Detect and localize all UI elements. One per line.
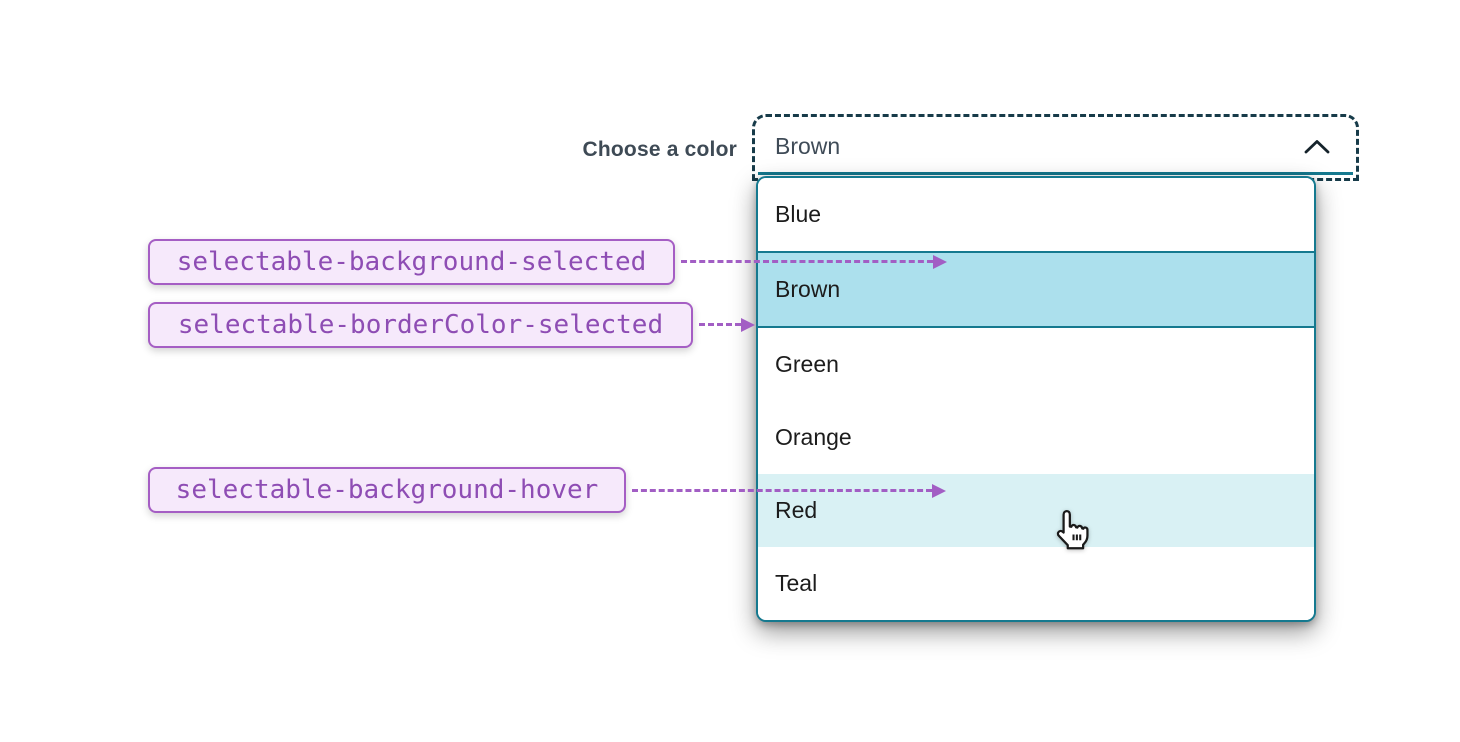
option-teal[interactable]: Teal <box>758 547 1314 620</box>
option-label: Teal <box>775 570 818 596</box>
token-background-hover: selectable-background-hover <box>148 467 626 513</box>
option-label: Red <box>775 497 818 523</box>
select-field-label: Choose a color <box>582 138 737 161</box>
color-select[interactable]: Brown <box>752 114 1359 181</box>
option-red[interactable]: Red <box>758 474 1314 547</box>
option-label: Brown <box>775 276 841 302</box>
chevron-up-icon <box>1301 137 1333 156</box>
option-green[interactable]: Green <box>758 328 1314 401</box>
arrowhead-background-hover <box>932 484 946 498</box>
token-background-selected: selectable-background-selected <box>148 239 675 285</box>
option-blue[interactable]: Blue <box>758 178 1314 251</box>
arrowhead-bordercolor-selected <box>741 318 755 332</box>
option-orange[interactable]: Orange <box>758 401 1314 474</box>
hand-pointer-cursor-icon <box>1046 506 1094 559</box>
arrowhead-background-selected <box>933 255 947 269</box>
select-value: Brown <box>775 132 841 159</box>
token-bordercolor-selected: selectable-borderColor-selected <box>148 302 693 348</box>
option-label: Orange <box>775 424 852 450</box>
option-label: Blue <box>775 201 822 227</box>
option-brown[interactable]: Brown <box>758 251 1314 328</box>
arrow-bordercolor-selected <box>699 323 741 326</box>
arrow-background-hover <box>632 489 932 492</box>
option-label: Green <box>775 351 839 377</box>
arrow-background-selected <box>681 260 933 263</box>
